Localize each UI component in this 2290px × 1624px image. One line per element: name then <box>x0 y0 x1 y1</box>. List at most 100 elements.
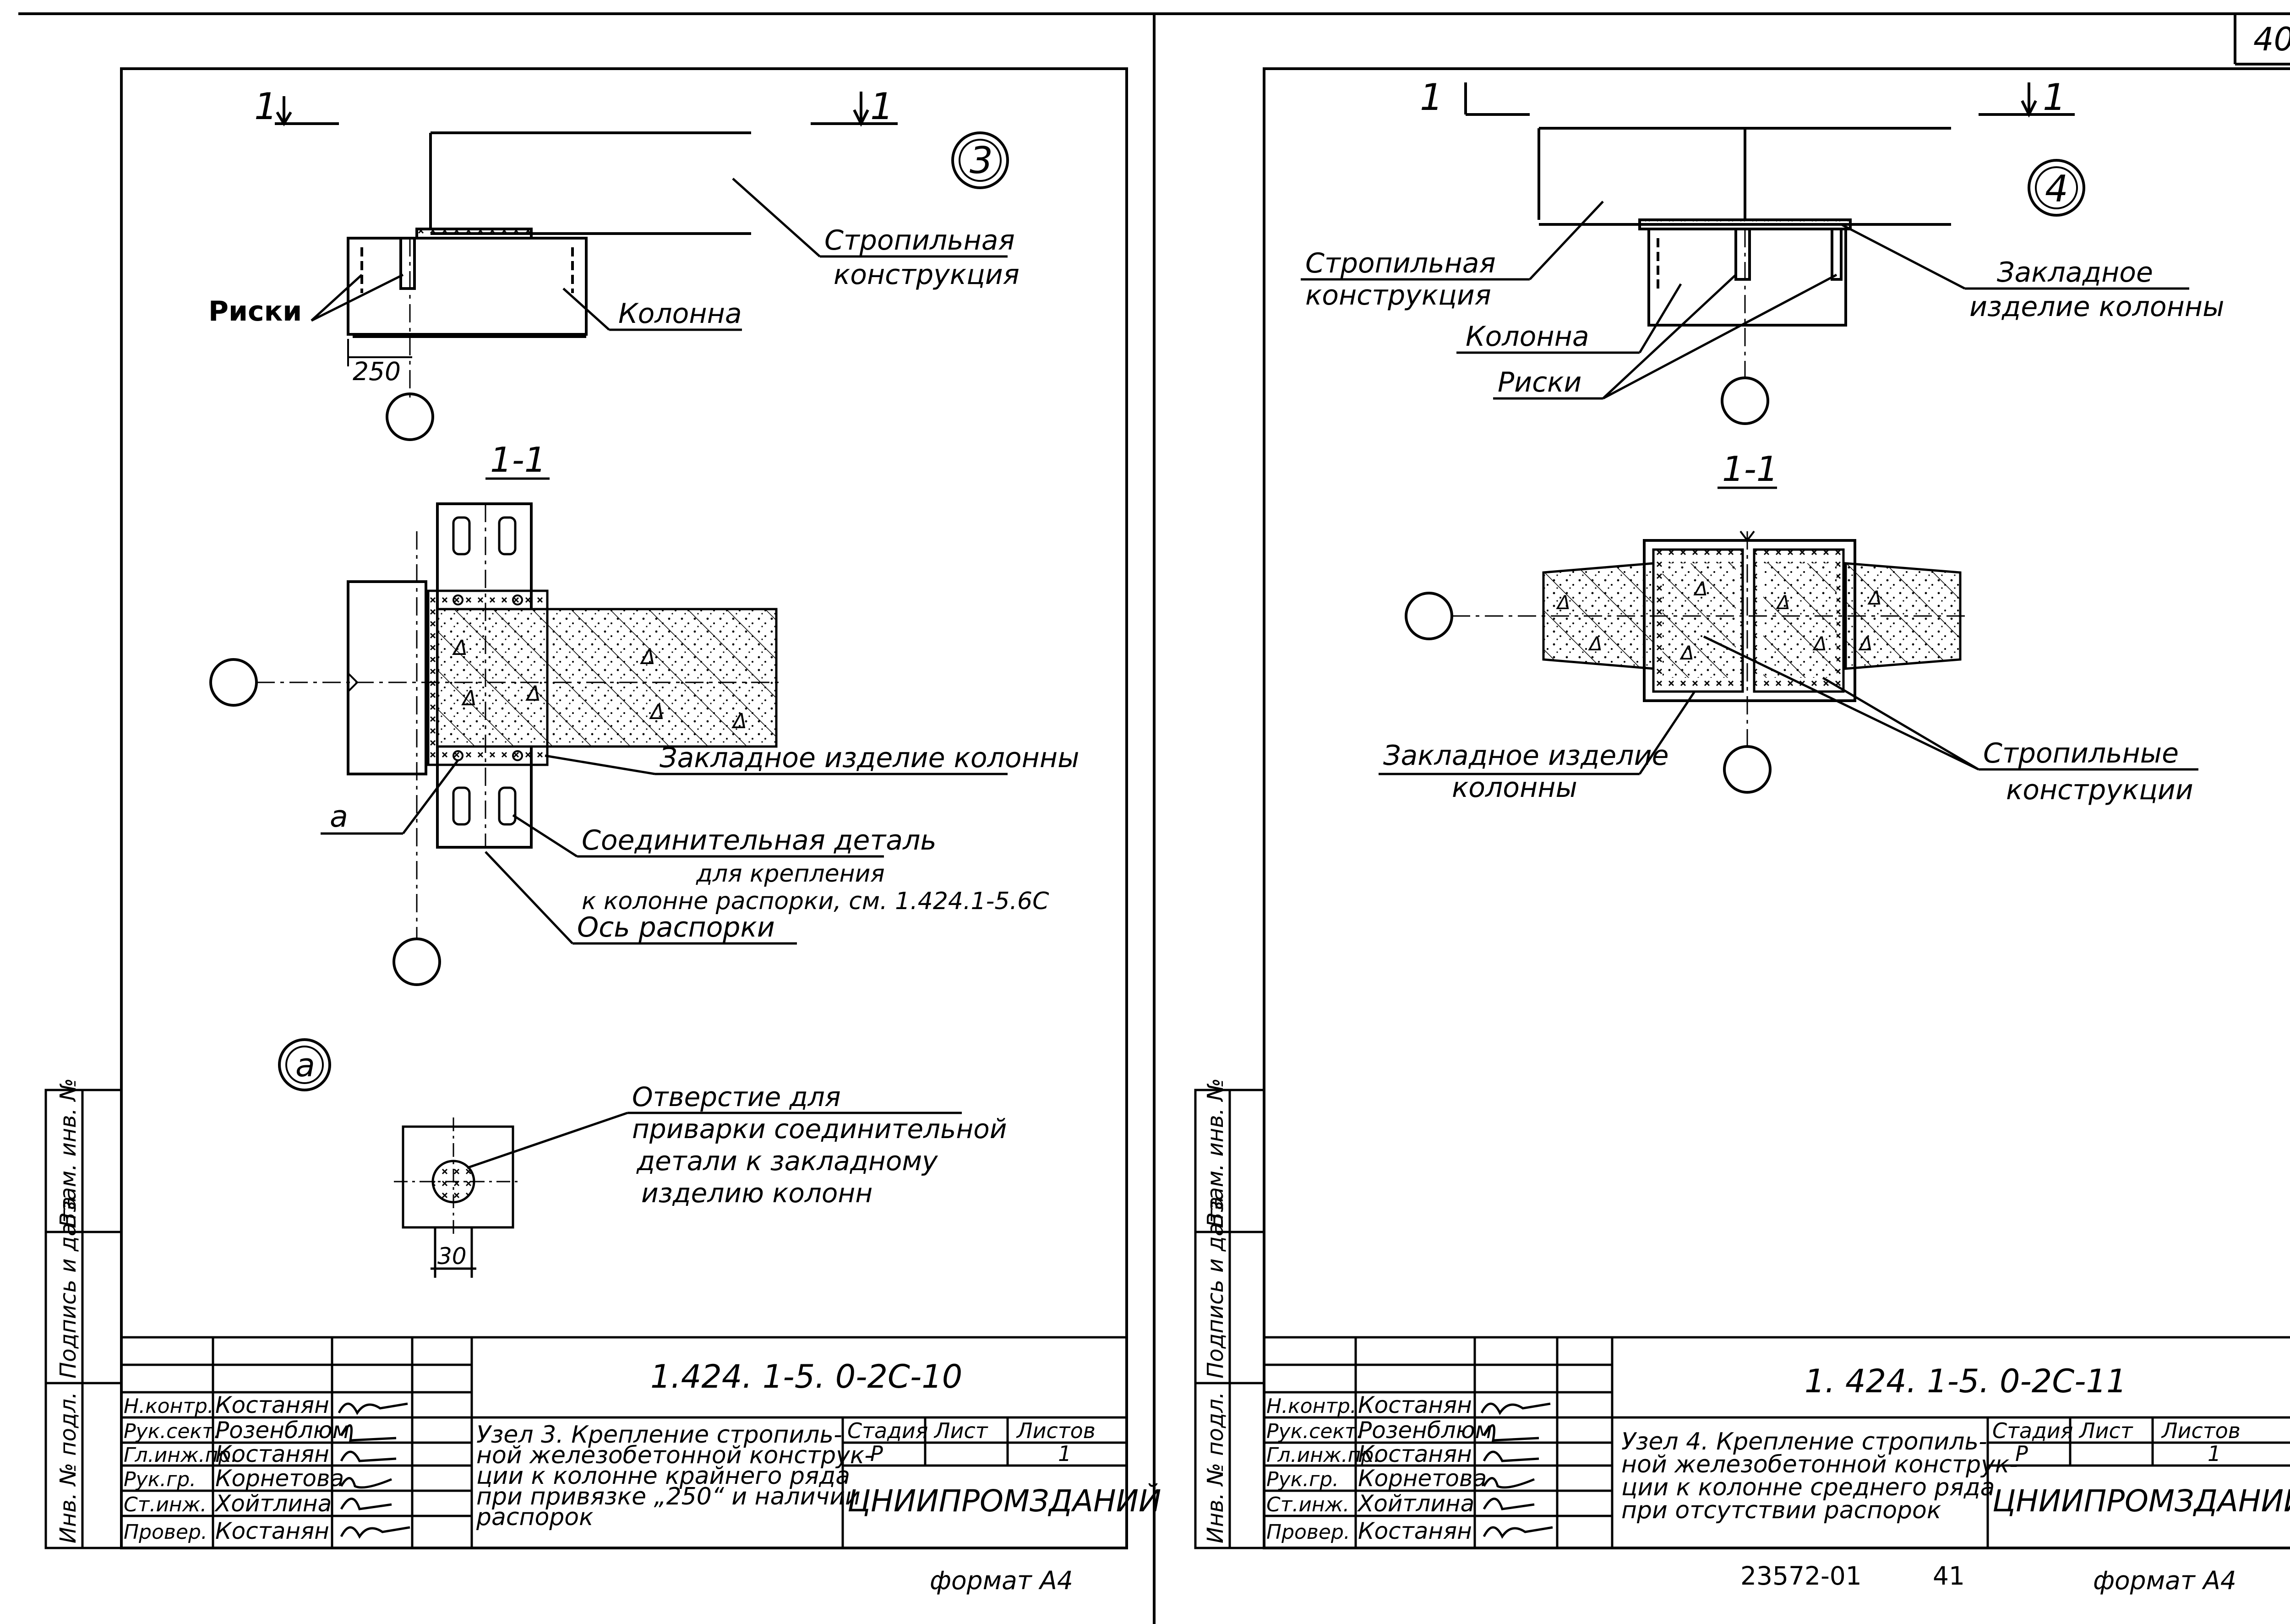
left-stage-label: Стадия <box>847 1418 928 1443</box>
left-name-4: Корнетова <box>215 1465 344 1492</box>
left-sheets-label: Листов <box>1016 1418 1096 1443</box>
right-section-mark-label-left: 1 <box>1420 76 1443 119</box>
right-title-block <box>1264 1336 2290 1548</box>
left-column-leader <box>562 288 742 331</box>
node-3-inner-circle <box>959 139 1002 182</box>
right-section-mark-left <box>1464 82 1530 116</box>
left-weld-strip <box>417 229 531 238</box>
right-stage-label: Стадия <box>1992 1418 2073 1443</box>
right-concrete-mark-4: Δ <box>1679 642 1694 664</box>
right-archive-page: 41 <box>1933 1561 1965 1591</box>
right-concrete-mark-5: Δ <box>1776 591 1790 614</box>
right-section-mark-label-right: 1 <box>2043 76 2066 119</box>
detail-a-inner-circle <box>285 1046 324 1084</box>
left-dim-250-label: 250 <box>353 357 401 386</box>
left-title-block <box>121 1336 1127 1548</box>
left-concrete-mark-1: Δ <box>452 636 468 660</box>
left-elevation <box>347 131 751 403</box>
right-signatures <box>1480 1402 1553 1539</box>
right-rafters-label-1: Стропильные <box>1983 737 2179 769</box>
node-3-circle <box>951 131 1009 189</box>
detail-a-hole-note-2: приварки соединительной <box>632 1113 1007 1144</box>
right-marks-label: Риски <box>1498 366 1581 398</box>
right-concrete-mark-6: Δ <box>1812 632 1827 655</box>
left-stamp-1: Взам. инв. № <box>55 1078 81 1227</box>
right-axis-bubble-left <box>1405 592 1453 640</box>
right-name-3: Костанян <box>1358 1441 1472 1467</box>
left-sheets-value: 1 <box>1058 1441 1071 1466</box>
left-plan-leaders <box>321 754 1008 945</box>
right-name-2: Розенблюм <box>1358 1417 1492 1444</box>
right-role-1: Н.контр. <box>1266 1395 1357 1418</box>
right-embedded-label-2: колонны <box>1452 772 1577 804</box>
left-role-6: Провер. <box>124 1520 207 1544</box>
right-column-label: Колонна <box>1466 321 1589 353</box>
node-4-label: 4 <box>2045 168 2068 210</box>
right-desc-4: при отсутствии распорок <box>1621 1497 1941 1524</box>
right-name-4: Корнетова <box>1358 1465 1487 1492</box>
left-role-1: Н.контр. <box>124 1395 214 1418</box>
left-connector-note-2: к колонне распорки, см. 1.424.1-5.6С <box>582 888 1049 915</box>
left-embedded-label: Закладное изделие колонны <box>660 742 1079 774</box>
left-section-title: 1-1 <box>490 440 546 480</box>
left-section-mark-label-right: 1 <box>870 85 894 128</box>
left-name-2: Розенблюм <box>215 1417 349 1444</box>
left-concrete-mark-2: Δ <box>461 686 477 710</box>
left-desc-3: ции к колонне крайнего ряда <box>476 1462 850 1490</box>
left-rafter-label-1: Стропильная <box>824 224 1015 256</box>
left-concrete-mark-3: Δ <box>525 681 541 706</box>
right-sheet-label: Лист <box>2078 1418 2133 1443</box>
right-rafter-label-2: конструкция <box>1305 279 1491 311</box>
detail-a-hole <box>433 1161 474 1202</box>
right-plan-leaders <box>1379 635 2198 775</box>
node-3-label: 3 <box>970 139 993 182</box>
left-desc-5: распорок <box>476 1504 594 1531</box>
right-stamp-3: Инв. № подл. <box>1203 1392 1228 1543</box>
right-embedded-label-1: Закладное изделие <box>1383 740 1669 772</box>
left-stamp-3: Инв. № подл. <box>55 1392 81 1543</box>
left-marks-label: Риски <box>208 295 302 327</box>
left-side-stamp <box>44 1089 123 1549</box>
left-detail-a-callout: а <box>330 800 348 834</box>
right-elevation <box>1538 127 1951 380</box>
right-format: формат А4 <box>2093 1566 2236 1595</box>
right-role-5: Ст.инж. <box>1266 1493 1349 1516</box>
right-axis-bubble-top <box>1721 376 1769 425</box>
right-name-6: Костанян <box>1358 1518 1472 1544</box>
left-concrete-mark-4: Δ <box>640 645 655 669</box>
detail-a-circle <box>278 1038 331 1091</box>
left-concrete-mark-5: Δ <box>649 700 665 724</box>
left-org: ЦНИИПРОМЗДАНИЙ <box>847 1483 1161 1519</box>
detail-a-dim-30: 30 <box>437 1243 467 1270</box>
left-axis-bubble-left <box>209 658 258 707</box>
right-desc-3: ции к колонне среднего ряда <box>1621 1474 1995 1501</box>
right-stamp-2: Подпись и дата <box>1203 1196 1228 1379</box>
sheet-frames <box>18 12 2290 1624</box>
right-role-4: Рук.гр. <box>1266 1468 1339 1491</box>
left-dim-250 <box>347 339 412 366</box>
left-axis-bubble-top <box>386 392 434 441</box>
left-sheet: 1 1 3 Стропильная <box>44 85 1161 1595</box>
right-embedded-top-1: Закладное <box>1997 256 2153 289</box>
left-signatures <box>338 1402 410 1539</box>
right-sheet: 1 1 4 <box>1194 76 2290 1595</box>
right-section-mark-right <box>1979 82 2075 118</box>
right-axis-bubble-bottom <box>1723 745 1772 794</box>
right-archive-number: 23572-01 <box>1740 1561 1862 1591</box>
right-embedded-top-2: изделие колонны <box>1969 291 2224 323</box>
right-role-2: Рук.сект. <box>1266 1420 1363 1443</box>
node-4-inner-circle <box>2035 166 2078 209</box>
left-role-3: Гл.инж.пр. <box>124 1444 237 1467</box>
right-sheets-label: Листов <box>2161 1418 2241 1443</box>
left-role-4: Рук.гр. <box>124 1468 196 1491</box>
left-axis-bubble-bottom <box>393 937 441 986</box>
left-section-mark-label-left: 1 <box>254 85 278 128</box>
left-stage-value: Р <box>870 1441 883 1466</box>
left-axis-label: Ось распорки <box>577 911 775 943</box>
left-section-mark-left <box>275 96 339 126</box>
right-desc-1: Узел 4. Крепление стропиль- <box>1621 1428 1987 1455</box>
right-stage-value: Р <box>2015 1441 2028 1466</box>
left-desc-4: при привязке „250“ и наличии <box>476 1483 861 1510</box>
left-connector-label: Соединительная деталь <box>582 824 937 856</box>
